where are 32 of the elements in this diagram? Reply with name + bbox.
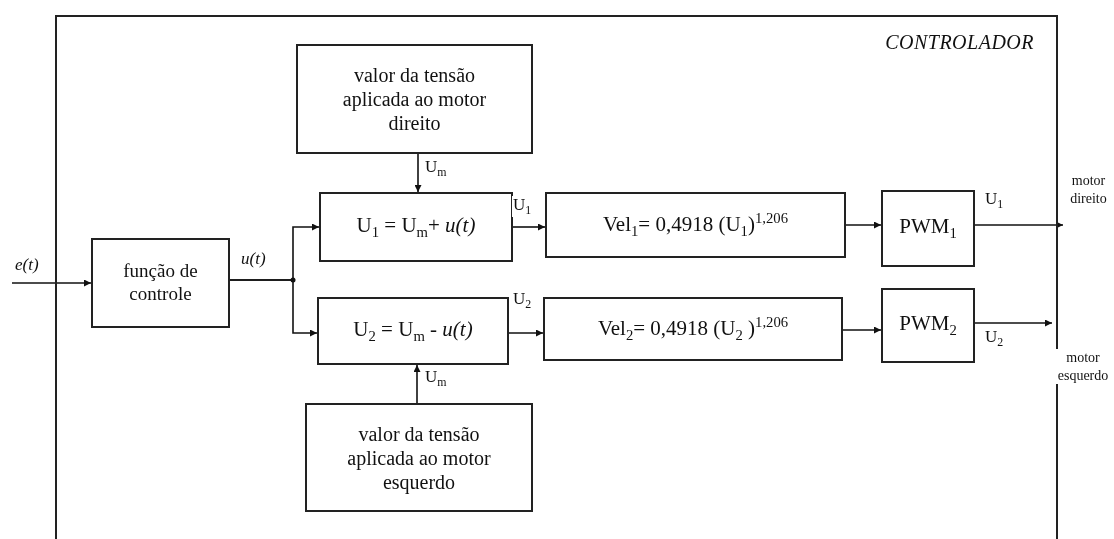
- equation-block: [317, 297, 509, 365]
- arrow: [11, 279, 92, 287]
- arrow: [974, 319, 1053, 327]
- arrow: [974, 221, 1064, 229]
- equation-block: [545, 192, 846, 258]
- frame-title: CONTROLADOR: [885, 31, 1034, 54]
- block-text: PWM$_{1}$: [898, 214, 958, 243]
- block-text: U$_{2}$ = U$_{m}$ - u(t): [352, 316, 474, 346]
- block-text: função de controle: [122, 260, 199, 306]
- input-block: [296, 44, 533, 154]
- arrow: [229, 279, 318, 337]
- equation-block: [543, 297, 843, 361]
- equation-block: [319, 192, 513, 262]
- edge-label: U$_{1}$: [512, 196, 533, 218]
- equation-block: [881, 190, 975, 267]
- arrow: [508, 329, 544, 337]
- arrow: [845, 221, 882, 229]
- edge-label: u(t): [240, 250, 267, 269]
- block-text: PWM$_{2}$: [898, 311, 958, 340]
- equation-block: [881, 288, 975, 363]
- arrow: [842, 326, 882, 334]
- edge-label: e(t): [14, 256, 40, 275]
- block-text: Vel$_{1}$= 0,4918 (U$_{1}$)$^{1,206}$: [602, 209, 789, 241]
- process-block: [91, 238, 230, 328]
- input-block: [305, 403, 533, 512]
- block-text: valor da tensão aplicada ao motor esquerdo: [346, 421, 492, 494]
- arrow: [512, 223, 546, 231]
- block-text: U$_{1}$ = U$_{m}$+ u(t): [355, 212, 477, 242]
- block-text: Vel$_{2}$= 0,4918 (U$_{2}$ )$^{1,206}$: [596, 313, 790, 345]
- arrow: [414, 153, 422, 193]
- block-text: valor da tensão aplicada ao motor direito: [341, 63, 488, 135]
- arrow: [413, 364, 421, 404]
